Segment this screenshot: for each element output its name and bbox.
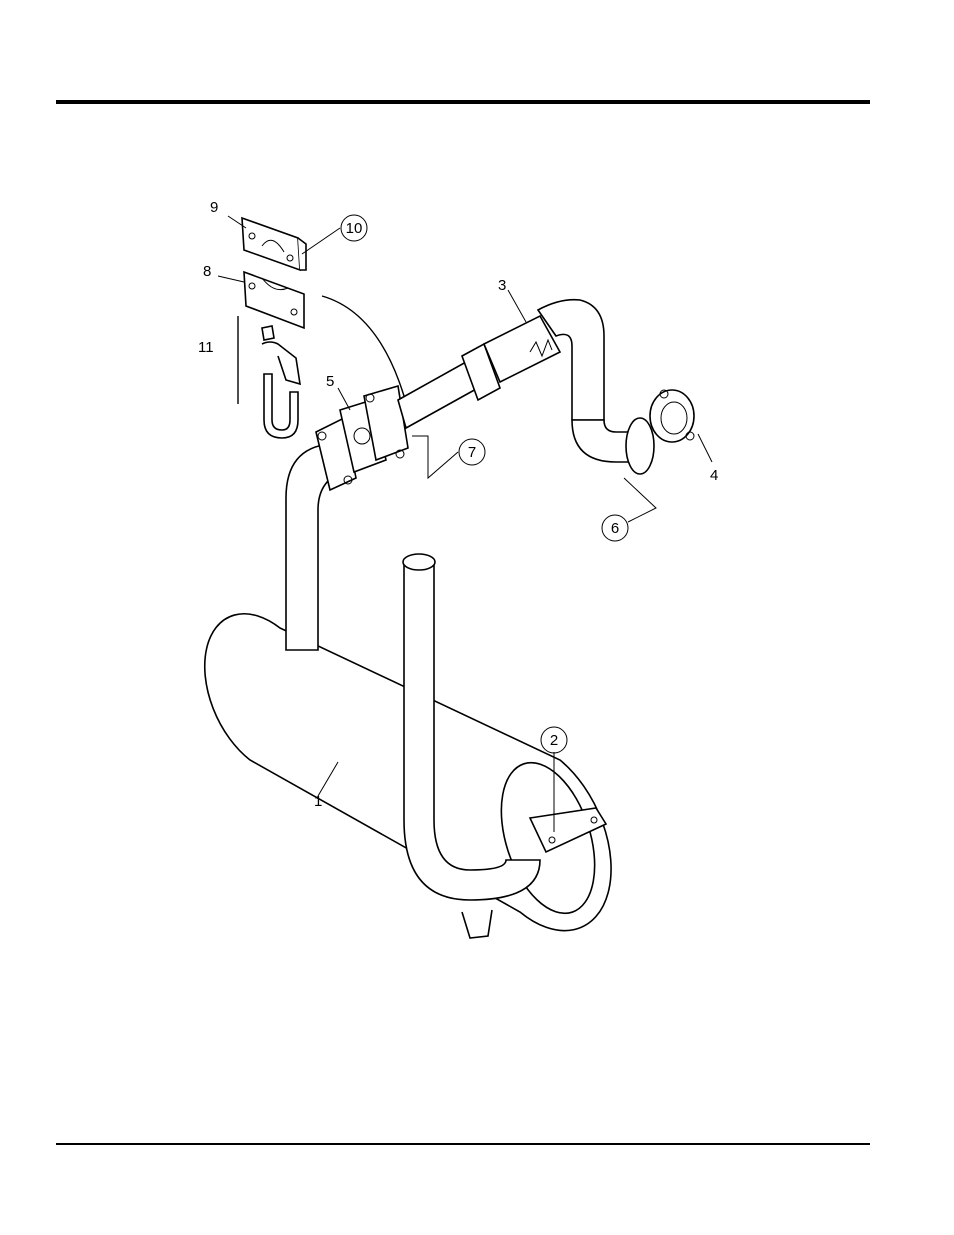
callout-1: 1 [314,793,322,810]
svg-text:2: 2 [550,732,558,749]
clamp-plates [242,218,306,328]
svg-text:10: 10 [346,220,363,237]
callout-11: 11 [198,339,214,356]
callout-2: 2 [541,727,567,753]
svg-text:6: 6 [611,520,619,537]
callout-5: 5 [326,373,334,390]
callout-4: 4 [710,467,718,484]
u-bolt-assembly [238,316,300,438]
callout-10: 10 [341,215,367,241]
callout-3: 3 [498,277,506,294]
callout-6: 6 [602,515,628,541]
callout-7: 7 [459,439,485,465]
flange-joint [316,386,408,490]
callout-9: 9 [210,199,218,216]
svg-text:7: 7 [468,444,476,461]
outlet-gasket [650,390,694,442]
exhaust-pipe [398,300,654,474]
callout-8: 8 [203,263,211,280]
